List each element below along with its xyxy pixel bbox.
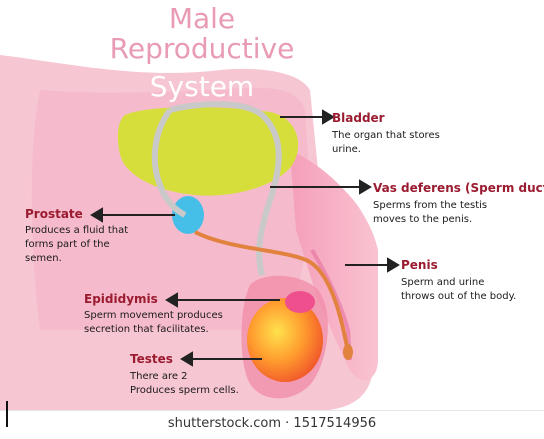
desc-penis-2: throws out of the body.: [401, 291, 517, 302]
arrow-vas-head: [359, 179, 372, 195]
title-line-1: Male: [168, 2, 236, 35]
desc-testes-2: Produces sperm cells.: [130, 385, 239, 396]
desc-bladder-1: The organ that stores: [332, 130, 440, 141]
arrow-prostate-head: [90, 207, 103, 223]
prostate-shape: [172, 196, 204, 234]
desc-bladder-2: urine.: [332, 144, 361, 155]
watermark-text: shutterstock.com · 1517514956: [167, 416, 377, 431]
vas-deferens-duct: [169, 101, 282, 276]
bladder-shape: [117, 107, 299, 196]
desc-testes-1: There are 2: [130, 371, 188, 382]
desc-penis-1: Sperm and urine: [401, 277, 485, 288]
watermark-footer: shutterstock.com · 1517514956: [0, 401, 544, 439]
desc-prostate-2: forms part of the: [25, 239, 110, 250]
label-epididymis: Epididymis: [84, 292, 158, 306]
arrow-bladder-head: [322, 109, 335, 125]
desc-prostate-1: Produces a fluid that: [25, 225, 129, 236]
diagram-stage: Male Reproductive System Bladder The org…: [0, 2, 544, 410]
label-vas-deferens: Vas deferens (Sperm duct): [373, 181, 544, 195]
arrow-penis-head: [387, 257, 400, 273]
anatomy-illustration: [0, 55, 400, 410]
desc-vas-2: moves to the penis.: [373, 214, 473, 225]
footer-divider: [6, 401, 8, 427]
desc-vas-1: Sperms from the testis: [373, 200, 488, 211]
desc-epididymis-2: secretion that facilitates.: [84, 324, 209, 335]
testis-shape: [247, 298, 323, 382]
epididymis-shape: [285, 291, 315, 313]
sperm-duct-orange: [194, 230, 350, 353]
arrow-testes-head: [180, 351, 193, 367]
penis-inner: [310, 248, 352, 361]
label-bladder: Bladder: [332, 111, 385, 125]
urethra-duct: [151, 108, 187, 218]
label-prostate: Prostate: [25, 207, 83, 221]
label-penis: Penis: [401, 258, 438, 272]
desc-prostate-3: semen.: [25, 253, 62, 264]
desc-epididymis-1: Sperm movement produces: [84, 310, 223, 321]
title-line-3: System: [149, 70, 255, 103]
penis-tip: [343, 344, 353, 360]
penis-shape: [290, 150, 378, 381]
arrow-epididymis-head: [165, 292, 178, 308]
pointer-arrows: [90, 109, 400, 367]
title-line-2: Reproductive: [109, 32, 295, 65]
label-testes: Testes: [130, 352, 173, 366]
